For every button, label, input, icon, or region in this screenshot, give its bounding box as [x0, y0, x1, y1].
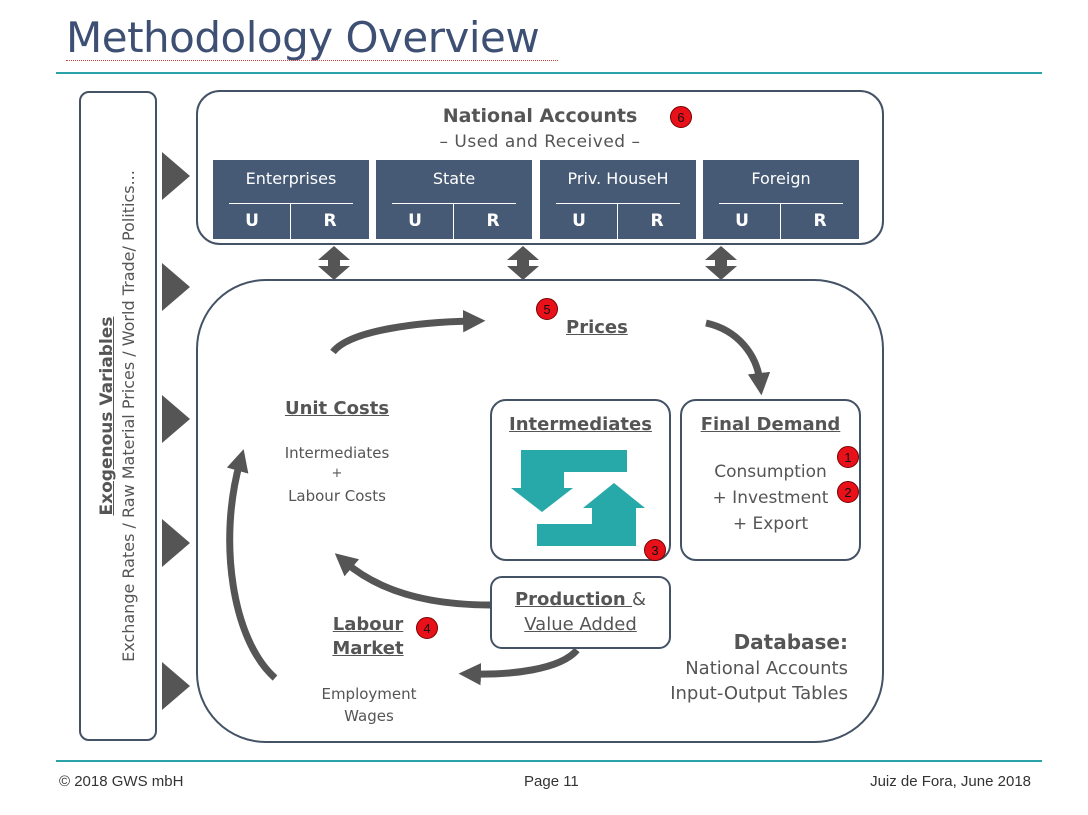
sector-divider [556, 203, 680, 204]
labour-market-line1: Labour [332, 614, 404, 635]
bottom-rule [56, 760, 1042, 762]
footer-location-date: Juiz de Fora, June 2018 [870, 773, 1031, 790]
database-line1: National Accounts [685, 658, 848, 679]
production-line1: Production & [490, 589, 671, 611]
prices-label: Prices [566, 317, 628, 338]
final-demand-box [680, 399, 861, 561]
badge-1: 1 [837, 446, 859, 468]
footer-page: Page 11 [524, 773, 579, 790]
arrow-prices-to-demand [705, 319, 771, 396]
double-arrow-3 [705, 246, 737, 280]
unit-costs-label: Unit Costs [284, 398, 390, 419]
database-line2: Input-Output Tables [670, 683, 848, 704]
badge-6: 6 [670, 106, 692, 128]
footer-copyright: © 2018 GWS mbH [59, 773, 184, 790]
production-amp: & [631, 589, 647, 610]
sector-name: Foreign [751, 169, 811, 188]
unit-costs-line2: + [331, 466, 343, 481]
slide-title: Methodology Overview [66, 13, 540, 62]
sector-enterprises: Enterprises U R [213, 160, 369, 239]
final-demand-line1: Consumption [714, 462, 827, 482]
arrow-costs-to-prices [330, 309, 486, 355]
exogenous-arrow-3 [162, 395, 190, 443]
double-arrow-1 [318, 246, 350, 280]
sector-received: R [813, 211, 827, 231]
sector-split [290, 204, 291, 239]
production-box [490, 576, 671, 649]
sector-divider [229, 203, 353, 204]
badge-3: 3 [644, 539, 666, 561]
arrow-labour-to-costs [226, 449, 278, 681]
sector-used: U [572, 211, 586, 231]
exchange-icon [511, 450, 645, 546]
production-label: Production [514, 589, 632, 610]
exogenous-arrow-4 [162, 519, 190, 567]
final-demand-label: Final Demand [700, 414, 841, 435]
sector-split [780, 204, 781, 239]
arrow-production-to-costs [334, 553, 491, 609]
national-accounts-title: National Accounts [442, 105, 638, 127]
title-underline [66, 60, 558, 61]
unit-costs-line3: Labour Costs [288, 487, 386, 505]
national-accounts-subtitle: – Used and Received – [439, 132, 641, 152]
exogenous-arrow-5 [162, 662, 190, 710]
sector-name: Priv. HouseH [567, 169, 669, 188]
database-label: Database: [733, 630, 848, 654]
sector-used: U [245, 211, 259, 231]
sector-received: R [486, 211, 500, 231]
badge-5: 5 [536, 298, 558, 320]
final-demand-line3: + Export [732, 514, 809, 534]
labour-market-line2: Market [332, 638, 404, 659]
labour-detail-employment: Employment [321, 685, 417, 703]
badge-4: 4 [416, 617, 438, 639]
arrow-production-to-labour [458, 647, 580, 686]
sector-name: Enterprises [245, 169, 337, 188]
sector-state: State U R [376, 160, 532, 239]
sector-foreign: Foreign U R [703, 160, 859, 239]
exogenous-box [79, 91, 157, 741]
labour-detail-wages: Wages [344, 707, 394, 725]
final-demand-line2: + Investment [712, 488, 829, 508]
sector-split [617, 204, 618, 239]
value-added-label: Value Added [524, 614, 637, 635]
sector-used: U [408, 211, 422, 231]
unit-costs-line1: Intermediates [284, 444, 390, 462]
sector-divider [719, 203, 843, 204]
badge-2: 2 [837, 481, 859, 503]
double-arrow-2 [507, 246, 539, 280]
sector-used: U [735, 211, 749, 231]
sector-private-households: Priv. HouseH U R [540, 160, 696, 239]
top-rule [56, 72, 1042, 74]
exogenous-arrow-2 [162, 263, 190, 311]
sector-received: R [323, 211, 337, 231]
sector-name: State [432, 169, 476, 188]
intermediates-label: Intermediates [509, 414, 652, 435]
sector-received: R [650, 211, 664, 231]
exogenous-arrow-1 [162, 152, 190, 200]
sector-divider [392, 203, 516, 204]
sector-split [453, 204, 454, 239]
